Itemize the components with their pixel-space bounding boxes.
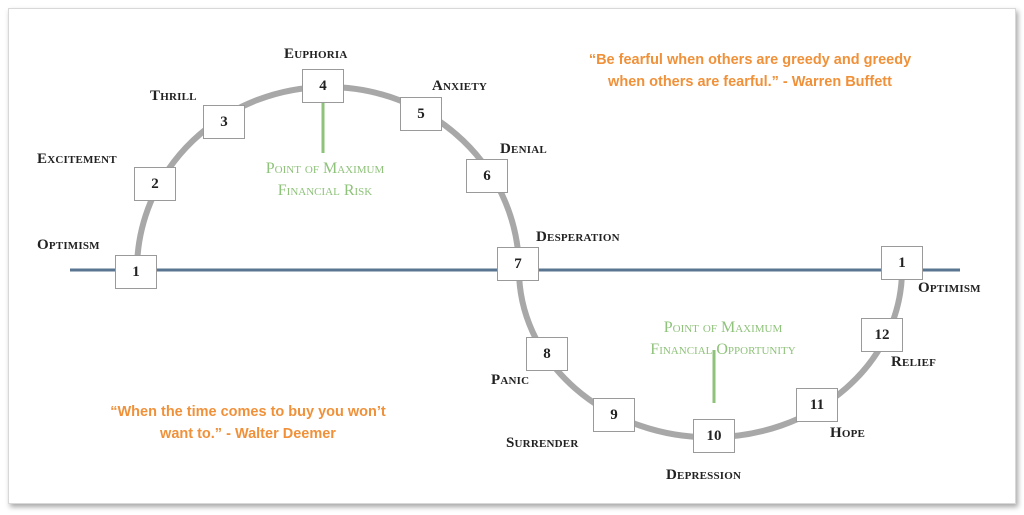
max-opportunity-line2: Financial Opportunity: [650, 341, 796, 358]
stage-box-7: 7: [497, 247, 539, 281]
stage-box-10: 10: [693, 419, 735, 453]
buffett-quote-line2: when others are fearful.” - Warren Buffe…: [608, 74, 892, 90]
stage-box-6: 6: [466, 159, 508, 193]
stage-label-optimism: Optimism: [37, 237, 100, 253]
stage-label-relief: Relief: [891, 354, 937, 370]
deemer-quote-line2: want to.” - Walter Deemer: [160, 426, 336, 442]
stage-box-5: 5: [400, 97, 442, 131]
max-opportunity-line1: Point of Maximum: [663, 319, 783, 336]
stage-label-hope: Hope: [830, 425, 866, 441]
stage-label-depression: Depression: [666, 467, 742, 483]
stage-label-desperation: Desperation: [536, 229, 620, 245]
max-opportunity-annotation: Point of Maximum Financial Opportunity: [650, 317, 795, 361]
max-risk-line2: Financial Risk: [277, 182, 373, 199]
stage-box-2: 2: [134, 167, 176, 201]
deemer-quote: “When the time comes to buy you won’t wa…: [110, 401, 386, 445]
max-risk-annotation: Point of Maximum Financial Risk: [266, 158, 385, 202]
stage-box-12: 12: [861, 318, 903, 352]
stage-label-excitement: Excitement: [37, 151, 117, 167]
stage-label-anxiety: Anxiety: [432, 78, 488, 94]
buffett-quote-line1: “Be fearful when others are greedy and g…: [588, 52, 912, 68]
stage-label-denial: Denial: [500, 141, 547, 157]
stage-box-8: 8: [526, 337, 568, 371]
max-risk-line1: Point of Maximum: [265, 160, 385, 177]
buffett-quote: “Be fearful when others are greedy and g…: [589, 49, 911, 93]
stage-box-11: 11: [796, 388, 838, 422]
stage-label-optimism-repeat: Optimism: [918, 280, 981, 296]
stage-box-1: 1: [115, 255, 157, 289]
stage-label-thrill: Thrill: [150, 88, 197, 104]
stage-label-euphoria: Euphoria: [284, 46, 348, 62]
stage-box-3: 3: [203, 105, 245, 139]
stage-box-4: 4: [302, 69, 344, 103]
deemer-quote-line1: “When the time comes to buy you won’t: [110, 404, 386, 420]
stage-label-surrender: Surrender: [506, 435, 579, 451]
stage-box-1-repeat: 1: [881, 246, 923, 280]
stage-box-9: 9: [593, 398, 635, 432]
stage-label-panic: Panic: [491, 372, 530, 388]
